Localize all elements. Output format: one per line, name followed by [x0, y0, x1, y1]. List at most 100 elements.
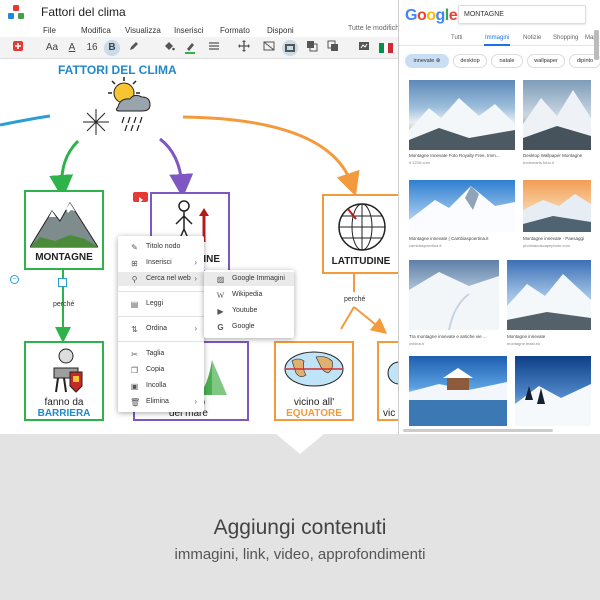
horizontal-scrollbar[interactable] — [403, 429, 553, 432]
close-icon[interactable]: ⊗ — [435, 58, 441, 64]
image-caption[interactable]: Desktop Wallpaper Montagne — [523, 153, 583, 158]
image-result[interactable] — [507, 260, 591, 330]
bold-button[interactable]: B — [104, 40, 120, 56]
tab-notizie[interactable]: Notizie — [523, 35, 542, 41]
image-result[interactable] — [409, 356, 507, 426]
menu-disponi[interactable]: Disponi — [267, 26, 294, 35]
submenu-youtube[interactable]: ▶Youtube — [217, 307, 258, 316]
image-result[interactable] — [515, 356, 591, 426]
image-icon[interactable] — [282, 40, 298, 56]
image-caption[interactable]: Montagne innevate - Paesaggi — [523, 236, 585, 241]
fill-color-icon[interactable] — [161, 40, 177, 56]
node-montagne[interactable]: MONTAGNE — [24, 190, 104, 270]
menu-divider — [118, 341, 204, 342]
menu-inserisci[interactable]: Inserisci — [174, 26, 204, 35]
menu-visualizza[interactable]: Visualizza — [125, 26, 161, 35]
tab-immagini[interactable]: Immagini — [485, 35, 510, 41]
tab-map[interactable]: Map — [585, 35, 597, 41]
add-node-icon[interactable] — [10, 40, 26, 56]
mountain-photo-icon — [523, 90, 591, 150]
add-child-handle-icon[interactable] — [58, 278, 67, 287]
context-item-copia[interactable]: ❐Copia — [130, 366, 165, 375]
menu-formato[interactable]: Formato — [220, 26, 250, 35]
chalet-photo-icon — [409, 368, 507, 426]
chevron-right-icon: › — [194, 397, 197, 406]
font-size-field[interactable]: 16 — [86, 42, 98, 53]
layer-back-icon[interactable] — [325, 40, 341, 56]
globe-icon — [338, 203, 386, 251]
context-item-taglia[interactable]: ✂Taglia — [131, 350, 165, 359]
chip-dipinto[interactable]: dipinto — [569, 54, 600, 68]
context-item-titolo-nodo[interactable]: ✎Titolo nodo — [131, 243, 181, 252]
node-latitudine[interactable]: LATITUDINE — [322, 194, 400, 274]
wikipedia-icon: W — [216, 291, 225, 300]
video-icon[interactable] — [133, 192, 148, 203]
image-caption[interactable]: Montagne innevate | Cambiaspoertina.it — [409, 236, 489, 241]
document-title[interactable]: Fattori del clima — [41, 5, 126, 19]
node-barriera[interactable]: fanno da BARRIERA — [24, 341, 104, 421]
image-off-icon[interactable] — [261, 40, 277, 56]
google-logo[interactable]: Google — [405, 7, 458, 24]
image-result[interactable] — [409, 80, 515, 150]
collapse-icon[interactable]: − — [10, 275, 19, 284]
context-item-ordina[interactable]: ⇅Ordina› — [131, 324, 197, 334]
context-item-inserisci[interactable]: ⊞Inserisci› — [131, 258, 197, 268]
app-titlebar: Fattori del clima — [0, 0, 398, 23]
context-item-cerca-nel-web[interactable]: ⚲Cerca nel web› — [118, 272, 204, 286]
insert-icon: ⊞ — [131, 259, 138, 268]
font-button[interactable]: Aa — [45, 42, 59, 53]
export-image-icon[interactable] — [356, 40, 372, 56]
chart-bar-icon — [197, 360, 227, 395]
mountain-icon — [30, 202, 98, 248]
node-label: INE — [203, 254, 220, 265]
image-result[interactable] — [409, 180, 515, 232]
promo-caption: Aggiungi contenuti immagini, link, video… — [0, 434, 600, 600]
context-item-elimina[interactable]: 🗑Elimina› — [130, 397, 197, 407]
connector-label[interactable]: perché — [344, 296, 366, 303]
connectors — [0, 114, 400, 343]
image-caption[interactable]: Montagne innevate — [507, 334, 546, 339]
node-vicino[interactable]: vic — [377, 341, 400, 421]
mountain-photo-icon — [523, 194, 591, 232]
node-equatore[interactable]: vicino all' EQUATORE — [274, 341, 354, 421]
cut-icon: ✂ — [131, 350, 138, 359]
context-item-incolla[interactable]: ▣Incolla — [130, 382, 167, 391]
context-item-leggi[interactable]: ▤Leggi — [130, 300, 164, 309]
pen-icon[interactable] — [126, 40, 142, 56]
move-icon[interactable] — [236, 40, 252, 56]
menu-file[interactable]: File — [43, 26, 56, 35]
vertical-scrollbar[interactable] — [594, 30, 599, 60]
chip-desktop[interactable]: desktop — [453, 54, 487, 68]
line-color-icon[interactable] — [182, 40, 198, 56]
text-color-button[interactable]: A — [68, 42, 76, 53]
image-caption[interactable]: Tra montagne innevate e antiche vie ... — [409, 334, 487, 339]
image-caption[interactable]: Montagne Innevate Foto Royalty Free, Imm… — [409, 153, 500, 158]
connector-label[interactable]: perché — [53, 301, 75, 308]
mountain-photo-icon — [515, 384, 591, 426]
app-logo-icon — [8, 5, 24, 21]
tab-tutti[interactable]: Tutti — [451, 35, 463, 41]
tab-shopping[interactable]: Shopping — [553, 35, 579, 41]
chip-innevate[interactable]: innevate ⊗ — [405, 54, 449, 68]
map-title[interactable]: FATTORI DEL CLIMA — [58, 63, 177, 77]
caption-title: Aggiungi contenuti — [213, 516, 387, 539]
line-style-icon[interactable] — [206, 40, 222, 56]
google-search-input[interactable]: MONTAGNE — [458, 5, 586, 24]
world-map-icon — [284, 351, 344, 387]
image-source: photolandscapephoto.com — [523, 243, 570, 248]
node-text-line1: fanno da — [44, 397, 84, 408]
image-result[interactable] — [523, 80, 591, 150]
image-result[interactable] — [409, 260, 499, 330]
image-result[interactable] — [523, 180, 591, 232]
language-flag-icon[interactable] — [378, 40, 394, 56]
submenu-google-immagini[interactable]: ▨Google Immagini — [204, 272, 294, 286]
menu-modifica[interactable]: Modifica — [81, 26, 111, 35]
chip-natale[interactable]: natale — [491, 54, 523, 68]
layer-front-icon[interactable] — [304, 40, 320, 56]
mountain-photo-icon — [409, 98, 515, 150]
weather-icon — [83, 77, 151, 135]
chip-wallpaper[interactable]: wallpaper — [527, 54, 565, 68]
